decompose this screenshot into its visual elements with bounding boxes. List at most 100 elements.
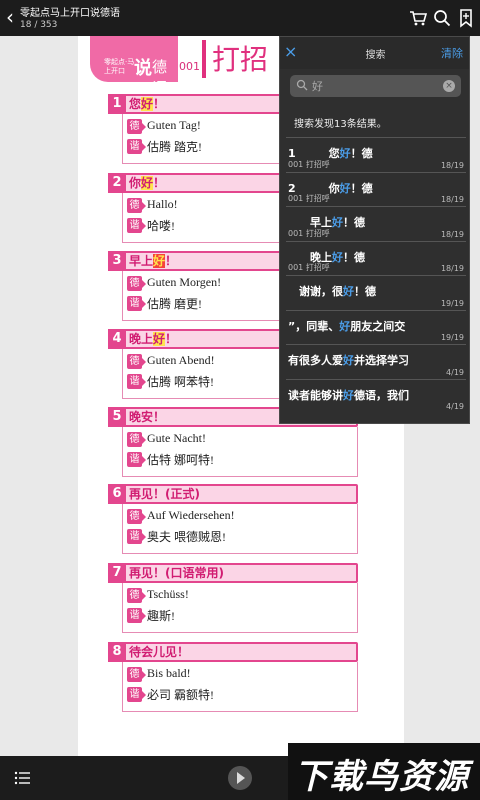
watermark-text: 下载鸟资源 bbox=[294, 757, 469, 797]
phrase-number: 3 bbox=[108, 251, 126, 271]
result-text: ”，同辈、好朋友之间交 bbox=[288, 319, 406, 333]
german-tag: 德 bbox=[127, 667, 146, 682]
highlight: 好 bbox=[141, 97, 154, 111]
german-line: 德 Auf Wiedersehen! bbox=[127, 507, 357, 527]
german-line: 德 Guten Abend! bbox=[127, 352, 357, 372]
highlight: 好 bbox=[153, 332, 166, 346]
pronunciation-text: 奥夫 喂德贼恩! bbox=[147, 530, 226, 544]
pronunciation-text: 估腾 踏克! bbox=[147, 140, 202, 154]
search-box[interactable]: × bbox=[290, 75, 461, 97]
pronunciation-tag: 谐 bbox=[127, 296, 146, 311]
play-audio-button[interactable] bbox=[228, 766, 252, 790]
phrase-number: 7 bbox=[108, 563, 126, 583]
result-page: 19/19 bbox=[440, 333, 464, 342]
pronunciation-line: 谐 趣斯! bbox=[127, 606, 357, 626]
phrase-entry: 8 待会儿见！ 德 Bis bald! 谐 必司 霸额特! bbox=[108, 642, 358, 712]
top-bar: ‹ 零起点马上开口说德语 18 / 353 bbox=[0, 0, 480, 36]
german-tag: 德 bbox=[127, 509, 146, 524]
pronunciation-text: 估腾 啊苯特! bbox=[147, 375, 214, 389]
page-count: 18 / 353 bbox=[20, 20, 58, 30]
pronunciation-line: 谐 估特 娜呵特! bbox=[127, 450, 357, 470]
phrase-number: 1 bbox=[108, 94, 126, 114]
highlight: 好 bbox=[153, 254, 166, 268]
close-icon[interactable]: × bbox=[284, 42, 298, 61]
header-subtitle: 零起点·马上开口 bbox=[104, 58, 135, 75]
result-hit: 好 bbox=[332, 250, 343, 264]
german-text: Hallo! bbox=[147, 197, 178, 211]
phrase-title: 再见！(正式) bbox=[129, 487, 200, 501]
german-tag: 德 bbox=[127, 198, 146, 213]
phrase-number: 2 bbox=[108, 173, 126, 193]
result-page: 18/19 bbox=[440, 264, 464, 273]
pronunciation-tag: 谐 bbox=[127, 218, 146, 233]
phrase-body: 德 Auf Wiedersehen! 谐 奥夫 喂德贼恩! bbox=[122, 504, 358, 554]
phrase-body: 德 Bis bald! 谐 必司 霸额特! bbox=[122, 662, 358, 712]
phrase-header: 7 再见！(口语常用) bbox=[108, 563, 358, 583]
pronunciation-tag: 谐 bbox=[127, 452, 146, 467]
pronunciation-text: 估腾 磨更! bbox=[147, 297, 202, 311]
result-hit: 好 bbox=[339, 181, 351, 195]
german-text: Tschüss! bbox=[147, 587, 189, 601]
result-chapter: 001 打招呼 bbox=[288, 159, 330, 169]
phrase-body: 德 Gute Nacht! 谐 估特 娜呵特! bbox=[122, 427, 358, 477]
search-result-item[interactable]: 有很多人爱好并选择学习 4/19 bbox=[286, 344, 466, 379]
result-text: 1 您好！德 bbox=[288, 147, 373, 160]
watermark: 下载鸟资源 bbox=[288, 743, 480, 800]
search-result-item[interactable]: 谢谢，很好！德 19/19 bbox=[286, 275, 466, 310]
german-tag: 德 bbox=[127, 119, 146, 134]
clear-button[interactable]: 清除 bbox=[441, 47, 463, 60]
result-text: 晚上好！德 bbox=[288, 250, 365, 264]
german-text: Guten Abend! bbox=[147, 353, 215, 367]
search-result-item[interactable]: ”，同辈、好朋友之间交 19/19 bbox=[286, 309, 466, 345]
bookmark-icon[interactable] bbox=[456, 8, 476, 28]
book-title: 零起点马上开口说德语 bbox=[20, 8, 120, 19]
pronunciation-tag: 谐 bbox=[127, 529, 146, 544]
pronunciation-tag: 谐 bbox=[127, 687, 146, 702]
highlight: 好 bbox=[141, 176, 154, 190]
header-banner: 零起点·马上开口 说 德语 bbox=[90, 36, 174, 97]
result-text: 读者能够讲好德语，我们 bbox=[288, 388, 409, 402]
header-divider bbox=[202, 40, 206, 78]
clear-input-icon[interactable]: × bbox=[443, 80, 455, 92]
german-line: 德 Tschüss! bbox=[127, 586, 357, 606]
phrase-header: 8 待会儿见！ bbox=[108, 642, 358, 662]
pronunciation-text: 必司 霸额特! bbox=[147, 688, 214, 702]
result-hit: 好 bbox=[343, 388, 354, 402]
phrase-title: 晚安！ bbox=[129, 410, 166, 424]
phrase-title: 早上好！ bbox=[129, 254, 178, 268]
phrase-body: 德 Tschüss! 谐 趣斯! bbox=[122, 583, 358, 633]
pronunciation-line: 谐 哈喽! bbox=[127, 216, 357, 236]
german-tag: 德 bbox=[127, 354, 146, 369]
search-icon bbox=[296, 79, 308, 91]
phrase-number: 8 bbox=[108, 642, 126, 662]
search-input[interactable] bbox=[312, 77, 442, 95]
phrase-entry: 6 再见！(正式) 德 Auf Wiedersehen! 谐 奥夫 喂德贼恩! bbox=[108, 484, 358, 554]
search-result-item[interactable]: 读者能够讲好德语，我们 4/19 bbox=[286, 378, 466, 414]
result-hit: 好 bbox=[332, 216, 343, 229]
german-text: Gute Nacht! bbox=[147, 431, 206, 445]
pronunciation-line: 谐 必司 霸额特! bbox=[127, 685, 357, 705]
search-result-item[interactable]: 早上好！德 001 打招呼 18/19 bbox=[286, 206, 466, 241]
table-of-contents-icon[interactable] bbox=[14, 769, 32, 787]
phrase-title: 您好！ bbox=[129, 97, 166, 111]
cart-icon[interactable] bbox=[408, 8, 428, 28]
back-icon[interactable]: ‹ bbox=[6, 5, 14, 29]
result-text: 2 你好！德 bbox=[288, 181, 373, 195]
lesson-title: 打招 bbox=[212, 43, 269, 76]
pronunciation-line: 谐 估腾 踏克! bbox=[127, 137, 357, 157]
phrase-number: 6 bbox=[108, 484, 126, 504]
pronunciation-line: 谐 估腾 磨更! bbox=[127, 294, 357, 314]
pronunciation-text: 哈喽! bbox=[147, 219, 175, 233]
search-icon[interactable] bbox=[432, 8, 452, 28]
result-text: 早上好！德 bbox=[288, 216, 365, 229]
search-result-item[interactable]: 1 您好！德 001 打招呼 18/19 bbox=[286, 137, 466, 172]
search-result-item[interactable]: 2 你好！德 001 打招呼 18/19 bbox=[286, 171, 466, 207]
search-result-item[interactable]: 晚上好！德 001 打招呼 18/19 bbox=[286, 240, 466, 276]
search-panel-header: × 搜索 清除 bbox=[280, 37, 469, 69]
result-chapter: 001 打招呼 bbox=[288, 194, 330, 203]
german-text: Guten Morgen! bbox=[147, 275, 222, 289]
header-divider bbox=[174, 36, 178, 82]
phrase-number: 4 bbox=[108, 329, 126, 349]
pronunciation-line: 谐 估腾 啊苯特! bbox=[127, 372, 357, 392]
lesson-number: 001 bbox=[179, 60, 200, 73]
